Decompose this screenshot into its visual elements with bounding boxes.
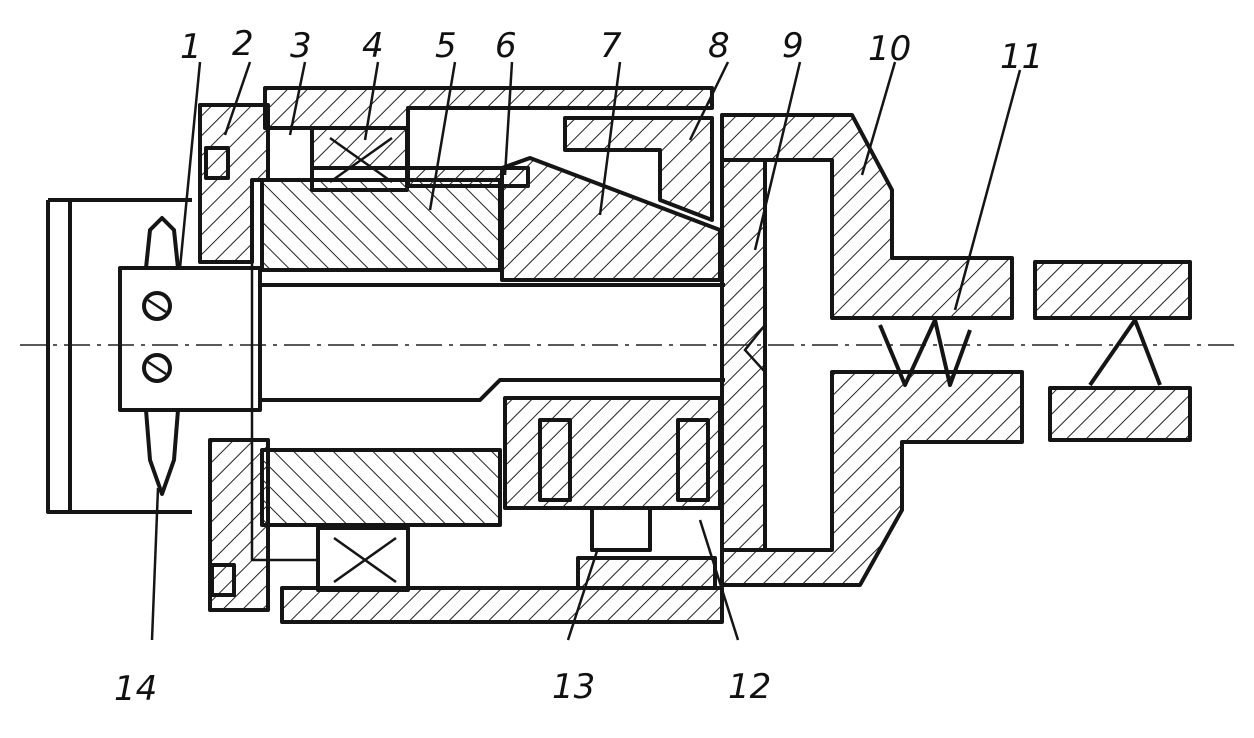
label-13: 13 — [552, 667, 595, 707]
rear-tube-top — [1033, 260, 1192, 320]
spring-right — [1088, 318, 1162, 387]
base-plate — [576, 556, 717, 590]
label-4: 4 — [362, 26, 384, 66]
screw-head-top — [142, 291, 172, 321]
bearing-top-cross — [329, 136, 393, 184]
plate-notch — [743, 324, 766, 373]
inner-body-frame — [250, 180, 320, 562]
label-10: 10 — [868, 29, 911, 69]
label-1: 1 — [180, 27, 202, 67]
label-2: 2 — [232, 24, 254, 64]
label-5: 5 — [435, 26, 457, 66]
label-3: 3 — [290, 26, 312, 66]
inner-body-bottom — [260, 448, 502, 527]
label-7: 7 — [600, 26, 622, 66]
pin-block — [503, 396, 722, 510]
cone-body — [500, 156, 722, 282]
end-cap-top — [198, 103, 270, 264]
inner-body-top — [260, 178, 502, 272]
rear-cap-lower — [720, 370, 1024, 587]
screw-head-bottom — [142, 353, 172, 383]
label-11: 11 — [1000, 37, 1043, 77]
rear-tube-bottom — [1048, 386, 1192, 442]
end-cap-bottom — [208, 438, 270, 612]
spindle-bore — [260, 283, 725, 402]
screw-slot-top — [147, 298, 167, 314]
spring-left — [878, 318, 972, 387]
screw-slot-bottom — [147, 360, 167, 376]
label-8: 8 — [708, 26, 730, 66]
tool-bar — [118, 266, 262, 412]
pin-left — [538, 418, 572, 502]
clamp-ring — [563, 116, 714, 222]
shaft-body — [46, 198, 192, 514]
cutter-tip-bottom — [144, 409, 180, 496]
cutter-tip-top — [144, 216, 180, 269]
pin-right — [676, 418, 710, 502]
bearing-bottom-cross — [333, 536, 397, 584]
bolt-bottom — [210, 563, 236, 597]
leader-lines — [150, 61, 1022, 641]
bolt-top — [204, 146, 230, 180]
pressure-plate — [720, 158, 767, 552]
stem-13 — [590, 508, 652, 552]
label-6: 6 — [495, 26, 517, 66]
label-12: 12 — [728, 667, 771, 707]
label-9: 9 — [782, 26, 804, 66]
housing-sleeve-bottom — [280, 586, 724, 624]
label-14: 14 — [114, 669, 157, 709]
